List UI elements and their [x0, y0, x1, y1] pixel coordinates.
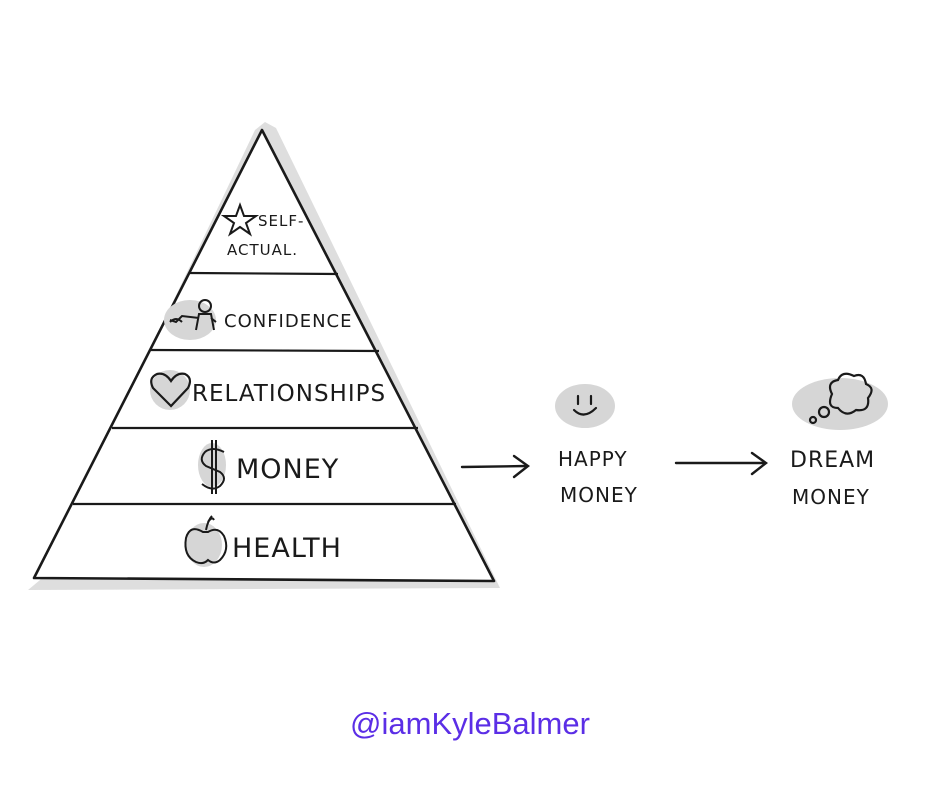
apple-icon: [184, 515, 228, 565]
star-icon: [220, 202, 260, 237]
level-self-actual-line1: SELF-: [258, 212, 304, 230]
level-confidence-label: CONFIDENCE: [224, 311, 353, 332]
flexing-figure-icon: [169, 299, 217, 331]
thought-cloud-icon: [808, 372, 873, 425]
happy-money-line1: HAPPY: [558, 447, 628, 471]
level-relationships-label: RELATIONSHIPS: [192, 381, 386, 407]
author-credit: @iamKyleBalmer: [350, 706, 590, 741]
level-health-label: HEALTH: [232, 533, 342, 564]
level-self-actual-line2: ACTUAL.: [227, 241, 298, 259]
dream-money-line1: DREAM: [790, 448, 875, 473]
pyramid-dividers: [73, 271, 456, 506]
level-money-label: MONEY: [236, 454, 339, 485]
dream-money-line2: MONEY: [792, 485, 870, 509]
smiley-icon: [572, 394, 598, 416]
heart-icon: [150, 372, 192, 408]
icon-shadows: [150, 300, 888, 567]
arrow-to-dream-money: [674, 451, 769, 476]
happy-money-line2: MONEY: [560, 483, 638, 507]
dollar-icon: [200, 440, 225, 494]
arrow-to-happy-money: [460, 454, 531, 479]
pyramid-outline: [32, 128, 496, 583]
